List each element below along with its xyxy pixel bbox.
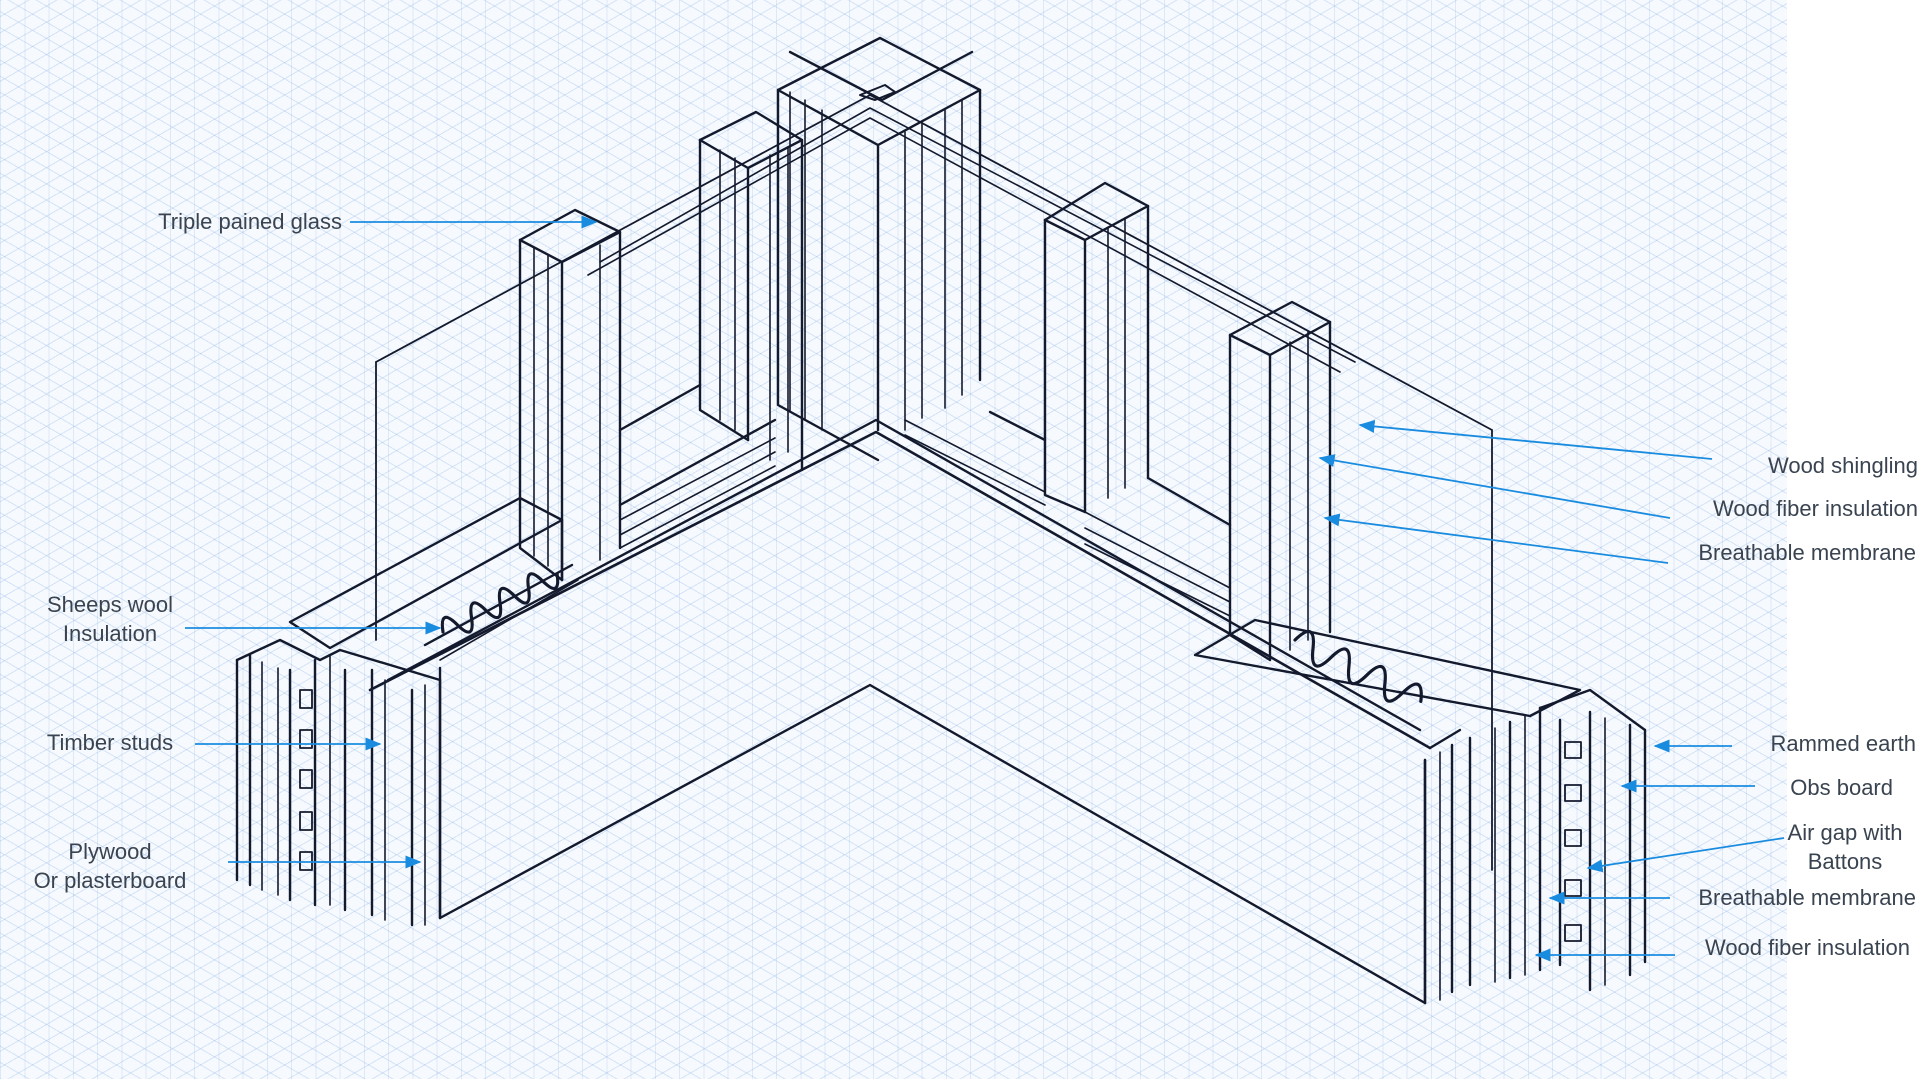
label-rammed-earth: Rammed earth [1770, 731, 1916, 756]
label-air-gap-line2: Battons [1807, 849, 1883, 874]
label-plywood-line2: Or plasterboard [33, 868, 187, 893]
label-breathable-bottom: Breathable membrane [1698, 885, 1916, 910]
label-plywood: Plywood Or plasterboard [10, 837, 210, 895]
leader-breathable-top [1323, 513, 1669, 564]
label-plywood-line1: Plywood [68, 839, 152, 864]
label-wood-fiber-bottom: Wood fiber insulation [1704, 935, 1910, 960]
label-sheeps-wool-line1: Sheeps wool [47, 592, 173, 617]
stud-right-front [1228, 300, 1332, 357]
wall-bottom-edge [438, 683, 1427, 1005]
leader-wood-shingling [1358, 419, 1713, 460]
label-timber-studs: Timber studs [46, 730, 174, 755]
label-air-gap: Air gap with Battons [1775, 818, 1915, 876]
label-triple-glass: Triple pained glass [158, 209, 342, 234]
label-breathable-top: Breathable membrane [1698, 540, 1916, 565]
label-sheeps-wool: Sheeps wool Insulation [20, 590, 200, 648]
stud-left-tall [698, 138, 750, 442]
label-wood-shingling: Wood shingling [1767, 453, 1918, 478]
label-sheeps-wool-line2: Insulation [62, 621, 158, 646]
corner-post [776, 88, 880, 462]
stud-right-middle [1043, 218, 1087, 514]
sheeps-wool-squiggle-left [440, 572, 560, 634]
leader-air-gap [1586, 837, 1785, 873]
leader-wood-fiber-top [1318, 454, 1671, 519]
sheeps-wool-squiggle-right [1293, 629, 1423, 703]
label-air-gap-line1: Air gap with [1787, 820, 1903, 845]
label-obs-board: Obs board [1790, 775, 1893, 800]
label-wood-fiber-top: Wood fiber insulation [1712, 496, 1918, 521]
stud-left-front [518, 238, 564, 582]
right-ledge [1193, 618, 1582, 718]
